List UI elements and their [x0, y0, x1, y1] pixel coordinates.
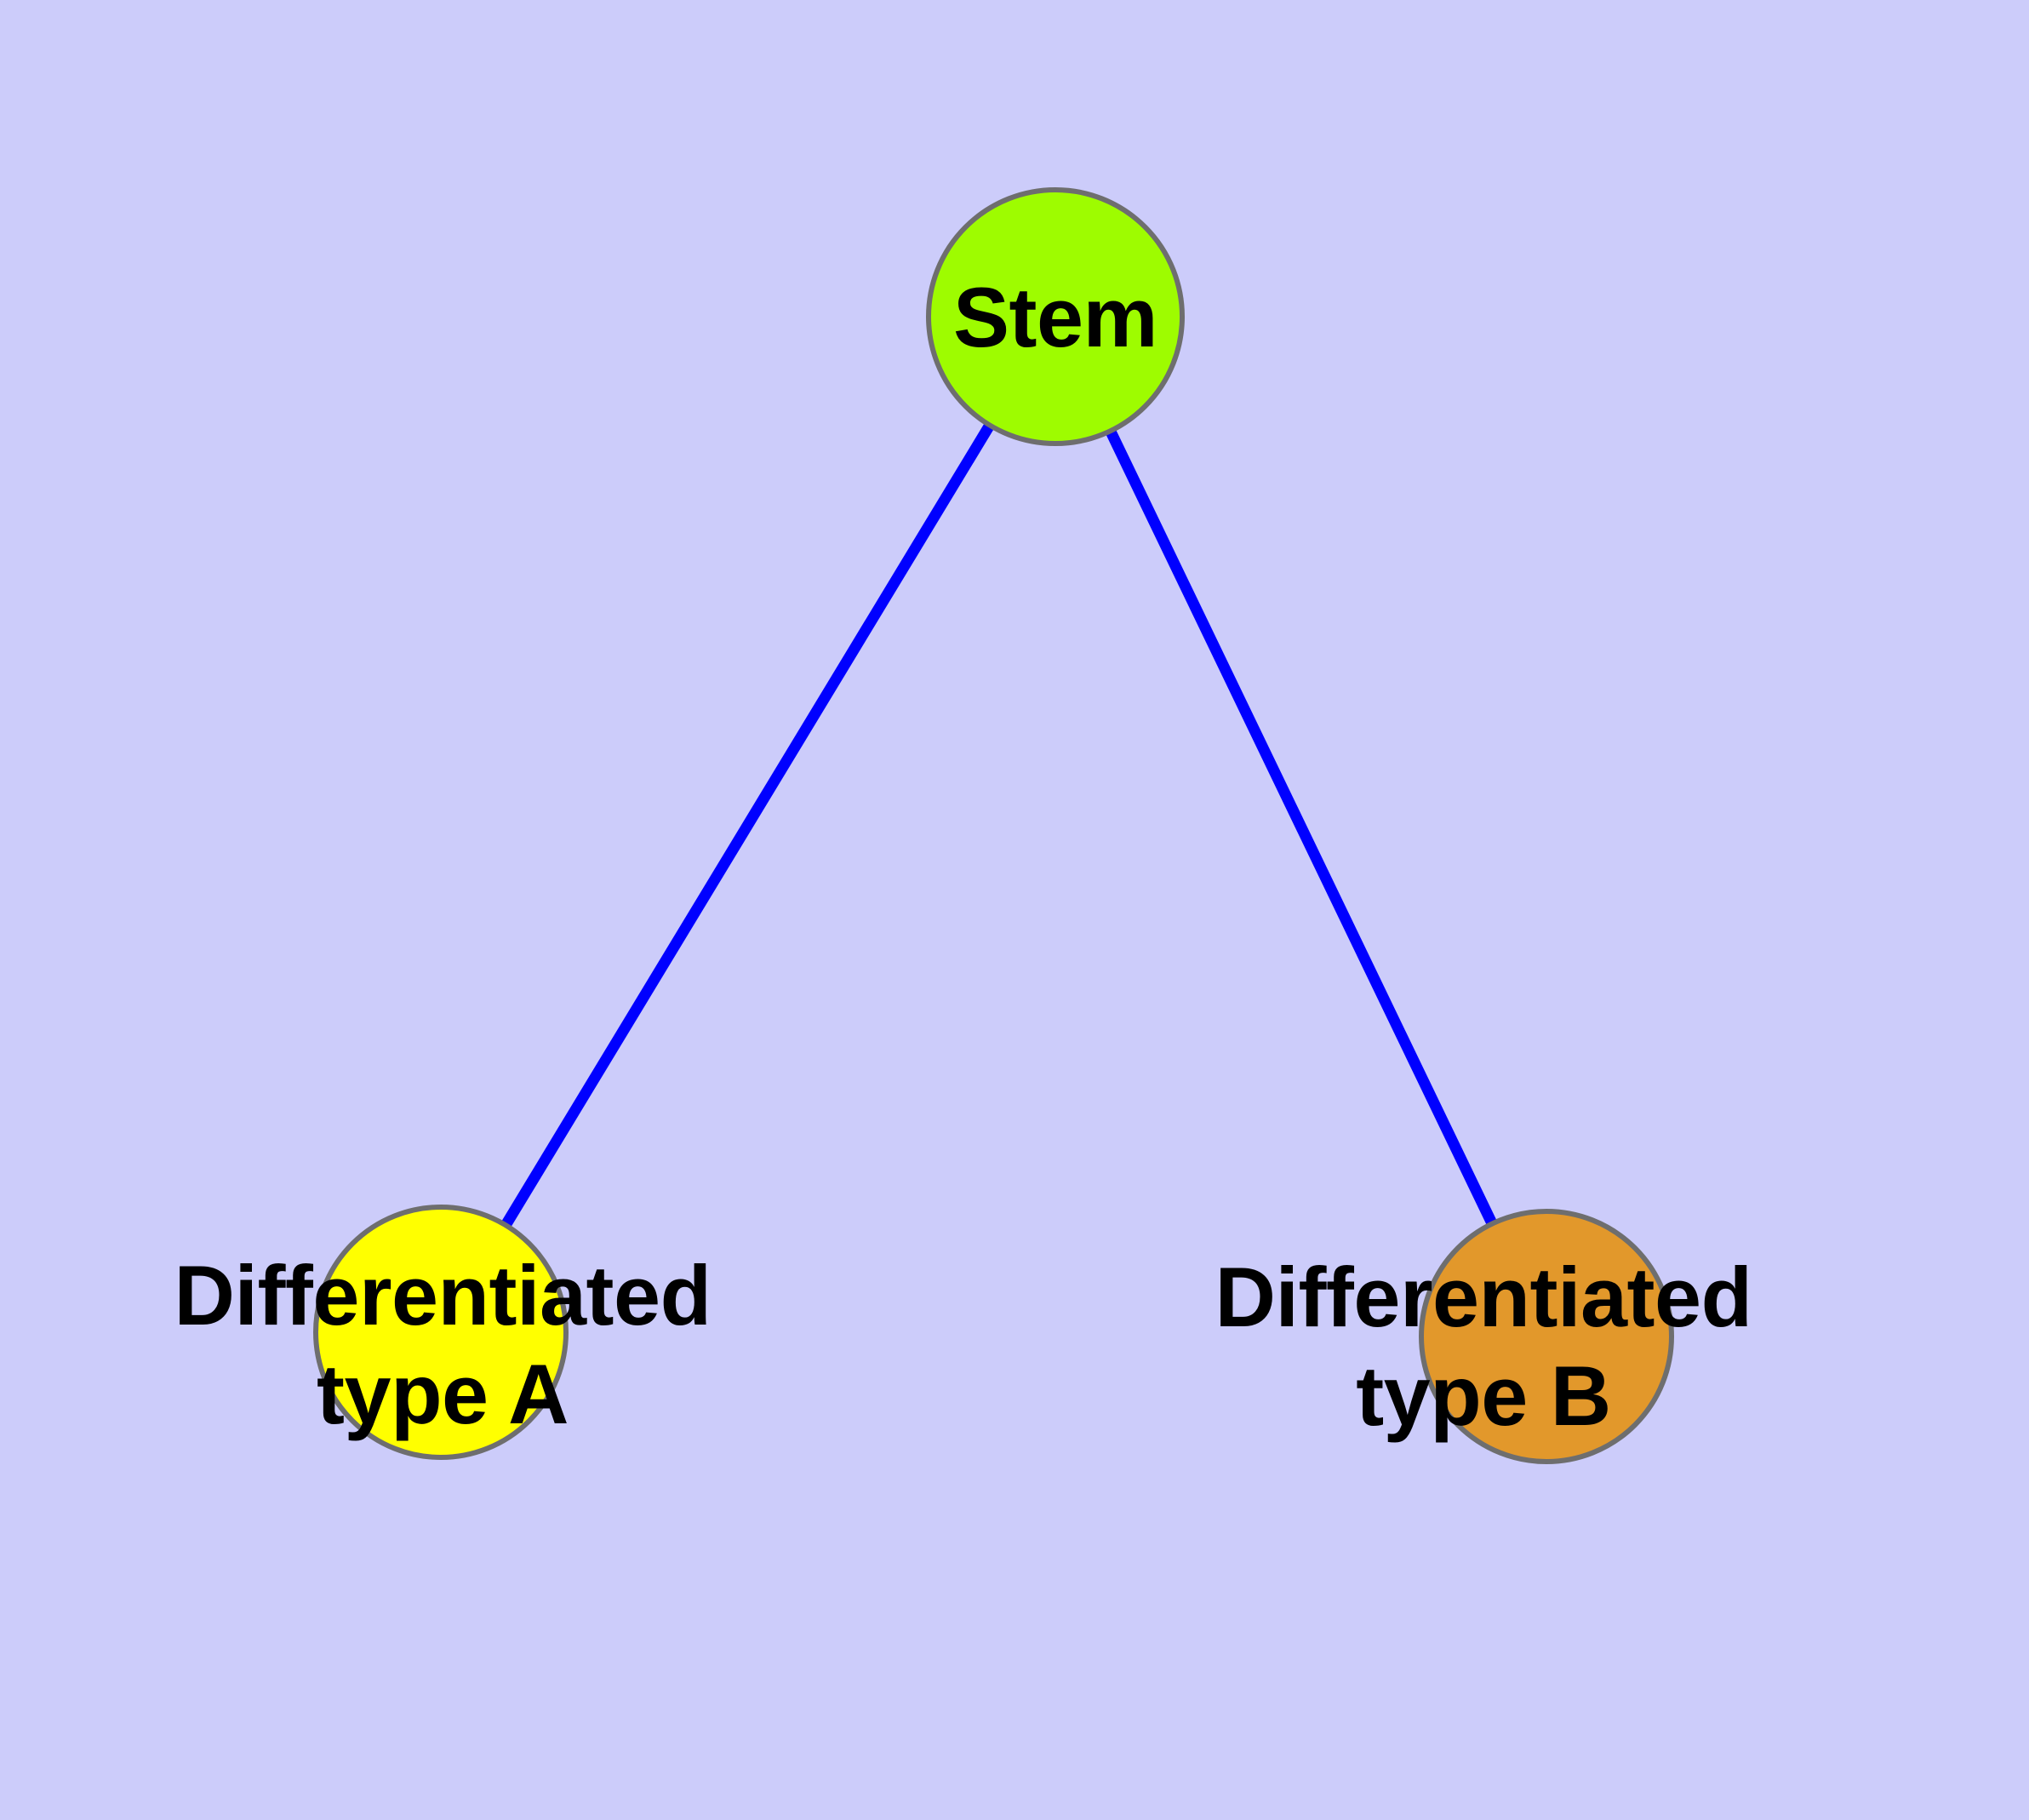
node-differentiated-type-a[interactable] — [313, 1205, 569, 1460]
edge-stem-to-type-a — [436, 313, 1060, 1336]
node-stem[interactable] — [926, 187, 1185, 446]
node-differentiated-type-a-label: Differentiated type A — [174, 1248, 712, 1441]
node-differentiated-type-b-label: Differentiated type B — [1215, 1250, 1752, 1443]
edge-stem-to-type-b — [1050, 314, 1552, 1339]
node-stem-label: Stem — [952, 270, 1158, 364]
node-differentiated-type-b[interactable] — [1419, 1209, 1674, 1464]
